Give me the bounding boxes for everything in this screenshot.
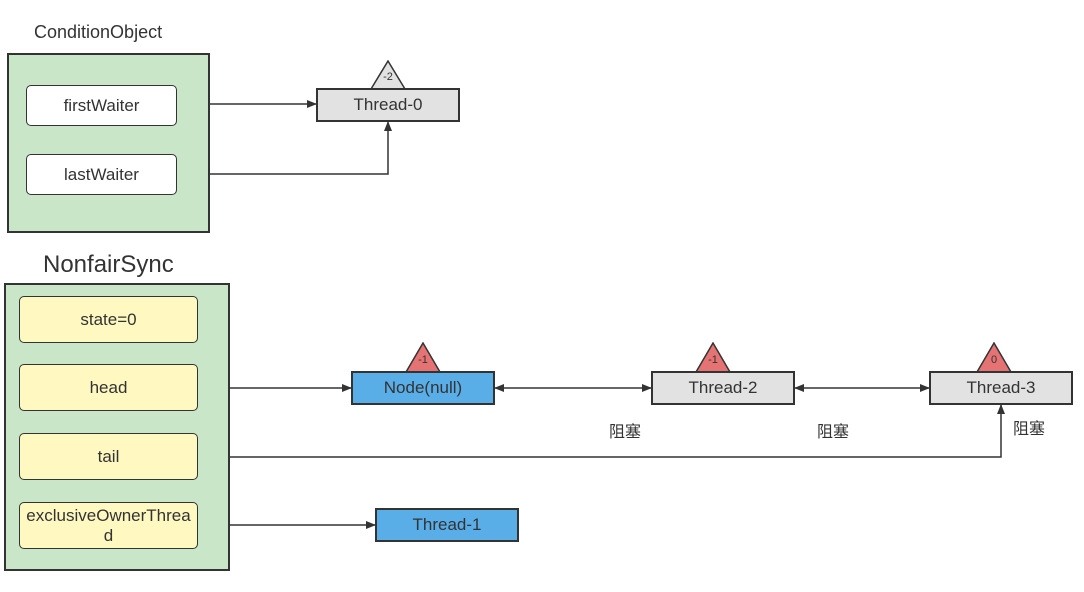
field-last-waiter: lastWaiter	[26, 154, 177, 195]
arrow-tail-thread3	[197, 404, 1005, 458]
node-thread0: Thread-0	[316, 88, 460, 122]
node-thread2: Thread-2	[651, 371, 795, 405]
node-null: Node(null)	[351, 371, 495, 405]
condition-object-title: ConditionObject	[34, 22, 163, 42]
field-head: head	[19, 364, 198, 411]
status-label-node-null: -1	[418, 354, 428, 366]
field-state: state=0	[19, 296, 198, 343]
field-exclusive-owner-thread: exclusiveOwnerThread	[19, 502, 198, 549]
blocked-note-tail: 阻塞	[1013, 421, 1046, 438]
condition-object-panel	[7, 53, 210, 233]
status-label-thread3: 0	[990, 354, 998, 366]
status-label-thread2: -1	[708, 354, 718, 366]
status-label-thread0: -2	[383, 71, 393, 83]
blocked-note-thread2: 阻塞	[609, 424, 642, 441]
field-first-waiter: firstWaiter	[26, 85, 177, 126]
arrow-lastwaiter-thread0	[176, 121, 392, 175]
blocked-note-thread3: 阻塞	[817, 424, 850, 441]
node-thread1: Thread-1	[375, 508, 519, 542]
field-tail: tail	[19, 433, 198, 480]
node-thread3: Thread-3	[929, 371, 1073, 405]
nonfair-sync-title: NonfairSync	[43, 251, 174, 278]
